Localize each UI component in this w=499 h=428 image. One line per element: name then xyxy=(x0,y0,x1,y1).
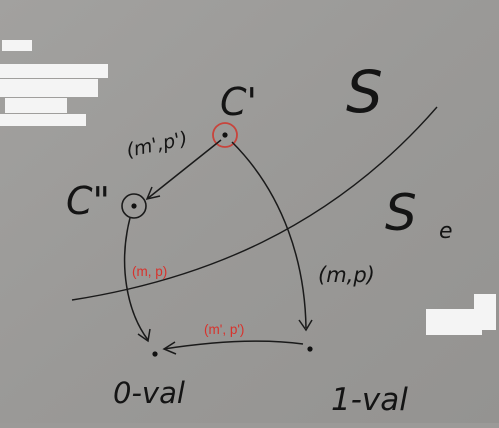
edge-one-val-to-zero-val-label: (m', p') xyxy=(204,322,244,337)
edge-c-double-prime-to-zero-val xyxy=(123,217,149,341)
node-c-double-prime-dot xyxy=(131,203,137,209)
arrowhead-c-double-prime xyxy=(145,186,161,201)
curve-s-label: S xyxy=(346,58,383,126)
node-c-double-prime-circle xyxy=(121,193,147,219)
arrowhead-zero-val-from-c-double-prime xyxy=(137,328,151,343)
node-c-prime-label: C' xyxy=(220,80,257,124)
redaction-patch xyxy=(0,114,86,126)
redaction-patch xyxy=(5,98,67,113)
arrowhead-one-val xyxy=(298,319,313,332)
redaction-patch xyxy=(0,64,108,78)
node-c-prime-highlight-circle xyxy=(212,122,238,148)
edge-c-prime-to-one-val-label: (m,p) xyxy=(318,263,375,287)
node-c-prime-dot xyxy=(222,132,228,138)
edge-c-double-prime-to-zero-val-label: (m, p) xyxy=(132,264,167,279)
edge-c-prime-to-c-double-prime xyxy=(146,139,222,200)
redaction-patch xyxy=(2,40,32,51)
node-one-val-dot xyxy=(307,346,313,352)
curve-se-label: S xyxy=(385,184,417,242)
node-zero-val-dot xyxy=(152,351,158,357)
redaction-patch xyxy=(474,294,496,330)
boundary-curve xyxy=(71,106,438,301)
curve-se-subscript: e xyxy=(439,219,453,244)
edge-c-prime-to-one-val xyxy=(231,141,307,329)
redaction-patches xyxy=(0,40,496,335)
edge-one-val-to-zero-val xyxy=(163,340,304,350)
node-one-val-label: 1-val xyxy=(331,382,408,418)
node-c-double-prime-label: C" xyxy=(66,179,110,223)
arrowhead-zero-val-from-one-val xyxy=(162,341,177,355)
node-zero-val-label: 0-val xyxy=(113,376,185,410)
redaction-patch xyxy=(426,309,482,335)
redaction-patch xyxy=(0,79,98,97)
